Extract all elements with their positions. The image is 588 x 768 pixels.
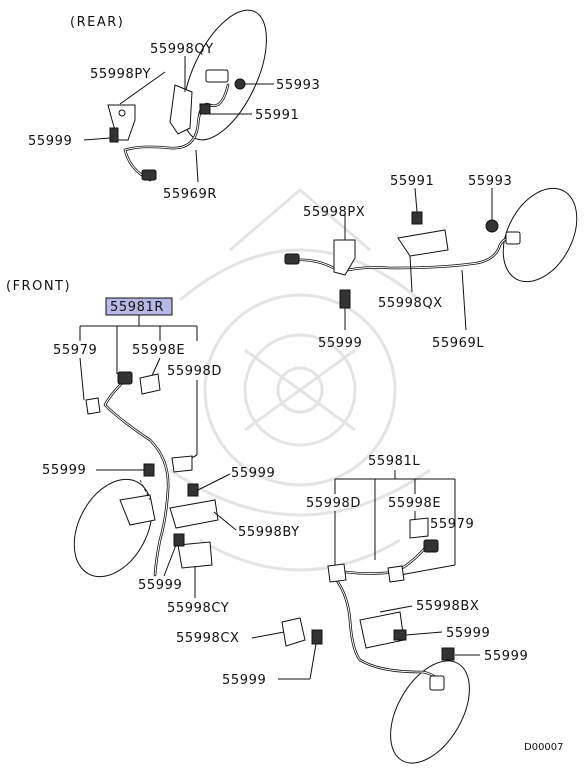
front-right-bracket-cy [177,541,213,569]
front-section-title: (FRONT) [6,279,71,294]
rear-left-nut [485,219,499,233]
label-55981r[interactable]: 55981R [110,300,164,315]
label-55998cy: 55998CY [167,601,229,616]
rear-right-connector [141,169,157,181]
label-55999-front-l-a: 55999 [222,673,266,688]
rear-right-bolt-top [199,103,211,115]
front-left-bolt-b [393,629,407,641]
label-55998qy: 55998QY [150,42,214,57]
label-55999-front-r-a: 55999 [42,463,86,478]
front-right-clip-d [171,455,193,473]
label-55969l: 55969L [432,336,484,351]
front-left-bolt-c [441,647,455,661]
label-55998d-front-r: 55998D [167,364,222,379]
label-55999-front-r-c: 55999 [138,578,182,593]
front-right-bolt-b [187,483,199,497]
rear-left-connector [284,253,300,265]
front-right-bolt-a [143,463,155,477]
rear-left-sensor-head [505,231,521,245]
label-55998d-front-l: 55998D [306,496,361,511]
front-right-grommet [85,397,101,415]
label-55981l: 55981L [368,454,420,469]
rear-right-bracket-qy [169,84,193,135]
front-left-sensor-head [429,675,445,691]
label-55998px: 55998PX [303,205,365,220]
diagram-code: D00007 [524,742,564,753]
rear-right-sensor-head [205,69,229,83]
rear-left-bracket-px [333,239,356,276]
front-left-grommet [387,565,405,583]
label-55991-rear: 55991 [255,108,299,123]
label-55998qx: 55998QX [378,296,443,311]
label-55979-front-l: 55979 [430,517,474,532]
label-55998by: 55998BY [238,525,300,540]
front-left-rotor [390,660,470,764]
label-55993-rear: 55993 [276,78,320,93]
front-right-bracket-by [169,499,219,529]
front-left-clip-d [327,563,347,583]
rear-left-harness [284,211,521,309]
front-right-harness [85,371,219,577]
rear-right-rotor [183,9,267,141]
front-left-bracket-cx [281,617,306,647]
front-right-connector [117,371,133,385]
front-left-clip-e [409,517,429,539]
front-right-sensor-mount [119,494,156,526]
label-55998e-front-l: 55998E [388,496,441,511]
label-55979-front-r: 55979 [53,343,97,358]
bracket-hole [118,109,126,117]
label-55999-front-r-b: 55999 [231,466,275,481]
label-55998bx: 55998BX [416,599,479,614]
rear-section-title: (REAR) [70,15,124,30]
front-right-bolt-c [173,533,185,547]
front-left-bolt-a [311,629,323,645]
rear-left-bolt [411,211,423,225]
watermark-emblem [169,188,431,572]
rear-right-nut [234,78,246,90]
rear-left-rotor [502,187,578,283]
label-55998py: 55998PY [90,67,151,82]
label-55999-rear-left: 55999 [318,336,362,351]
rear-left-bracket-qx [397,229,449,257]
front-right-clip-e [139,373,161,395]
rear-right-harness [107,69,246,182]
front-right-rotor [73,478,153,578]
rear-left-bolt-low [339,289,351,309]
rear-right-bolt-left [109,127,119,143]
label-55993-left: 55993 [468,174,512,189]
label-55969r: 55969R [163,187,217,202]
front-left-harness [281,517,455,691]
front-left-connector [423,539,439,553]
label-55991-left: 55991 [390,174,434,189]
label-55998e-front-r: 55998E [132,343,185,358]
label-55999-front-l-c: 55999 [484,649,528,664]
label-55999-front-l-b: 55999 [446,626,490,641]
rear-right-bracket-py [107,104,136,141]
label-55998cx: 55998CX [176,631,240,646]
label-55999-rear: 55999 [28,134,72,149]
